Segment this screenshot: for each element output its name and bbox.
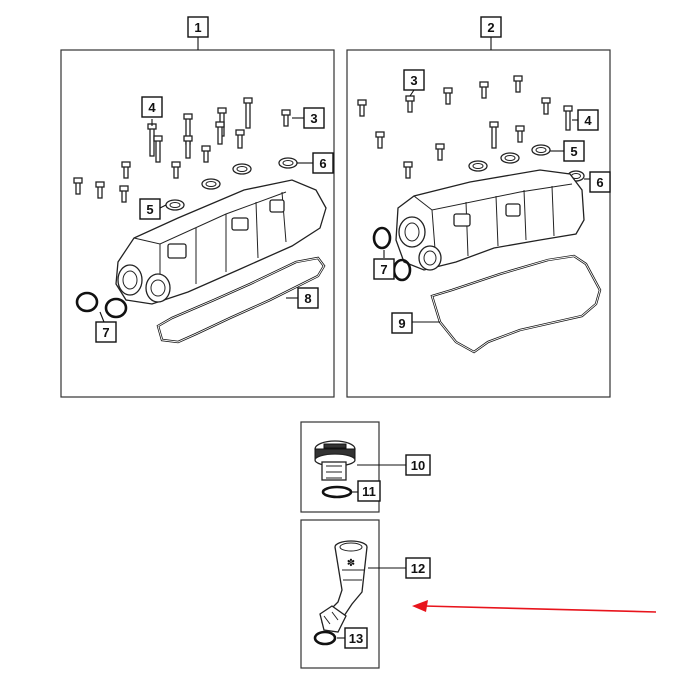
callout-4-right: 4	[584, 113, 592, 128]
callout-box-4-right	[577, 109, 599, 131]
callout-1: 1	[194, 20, 201, 35]
callout-3-right: 3	[410, 73, 417, 88]
callout-box-2	[480, 16, 502, 38]
left-valve-cover-gasket	[156, 256, 326, 344]
oil-cap-callouts: 10 11	[352, 454, 431, 502]
callout-6-left: 6	[319, 156, 326, 171]
callout-box-11	[357, 480, 381, 502]
callout-box-8	[297, 287, 319, 309]
left-callouts: 4 3 6 5 8 7	[95, 96, 334, 343]
panel-oil-filler-tube	[300, 519, 380, 669]
right-valve-cover	[395, 169, 585, 271]
oil-cap-seal	[321, 485, 353, 499]
panel-right-cover	[346, 49, 611, 398]
panel-oil-cap	[300, 421, 380, 513]
callout-8: 8	[304, 291, 311, 306]
stud-bolt	[243, 97, 253, 129]
callout-box-4-left	[141, 96, 163, 118]
left-valve-cover	[115, 179, 327, 305]
callout-box-7-right	[373, 258, 395, 280]
callout-box-3-right	[403, 69, 425, 91]
callout-box-13	[344, 627, 368, 649]
callout-4-left: 4	[148, 100, 156, 115]
oil-filler-tube-callouts: 12 13	[337, 557, 431, 649]
stud-bolt	[153, 135, 163, 163]
oil-filler-cap	[314, 440, 356, 481]
callout-11: 11	[362, 484, 376, 499]
oil-filler-tube-o-ring	[313, 630, 337, 646]
stud-bolt	[183, 135, 193, 159]
callout-box-6-right	[589, 171, 611, 193]
callout-10: 10	[411, 458, 425, 473]
callout-box-5-left	[139, 198, 161, 220]
callout-box-12	[405, 557, 431, 579]
callout-12: 12	[411, 561, 425, 576]
callout-9: 9	[398, 316, 405, 331]
callout-3-left: 3	[310, 111, 317, 126]
stud-bolt	[235, 129, 245, 149]
callout-box-7-left	[95, 321, 117, 343]
callout-box-5-right	[563, 140, 585, 162]
callout-box-6-left	[312, 152, 334, 174]
callout-5-right: 5	[570, 144, 577, 159]
callout-13: 13	[349, 631, 363, 646]
right-stud-bolts	[357, 75, 573, 179]
left-spark-plug-seals	[165, 157, 298, 211]
callout-5-left: 5	[146, 202, 153, 217]
callout-6-right: 6	[596, 175, 603, 190]
left-stud-bolts	[147, 97, 253, 163]
oil-filler-tube: ✽	[319, 540, 368, 633]
left-short-bolts	[73, 109, 291, 203]
right-callouts: 3 4 5 6 7 9	[373, 69, 611, 334]
right-valve-cover-gasket	[430, 254, 602, 354]
callout-box-1	[187, 16, 209, 38]
left-o-rings	[75, 291, 128, 319]
stud-bolt	[215, 121, 225, 145]
red-pointer-arrow-icon	[412, 600, 657, 613]
callout-box-3-left	[303, 107, 325, 129]
callout-box-10	[405, 454, 431, 476]
callout-2: 2	[487, 20, 494, 35]
callout-box-9	[391, 312, 413, 334]
filler-tube-oil-mark-icon: ✽	[347, 558, 355, 569]
callout-7-left: 7	[102, 325, 109, 340]
callout-7-right: 7	[380, 262, 387, 277]
